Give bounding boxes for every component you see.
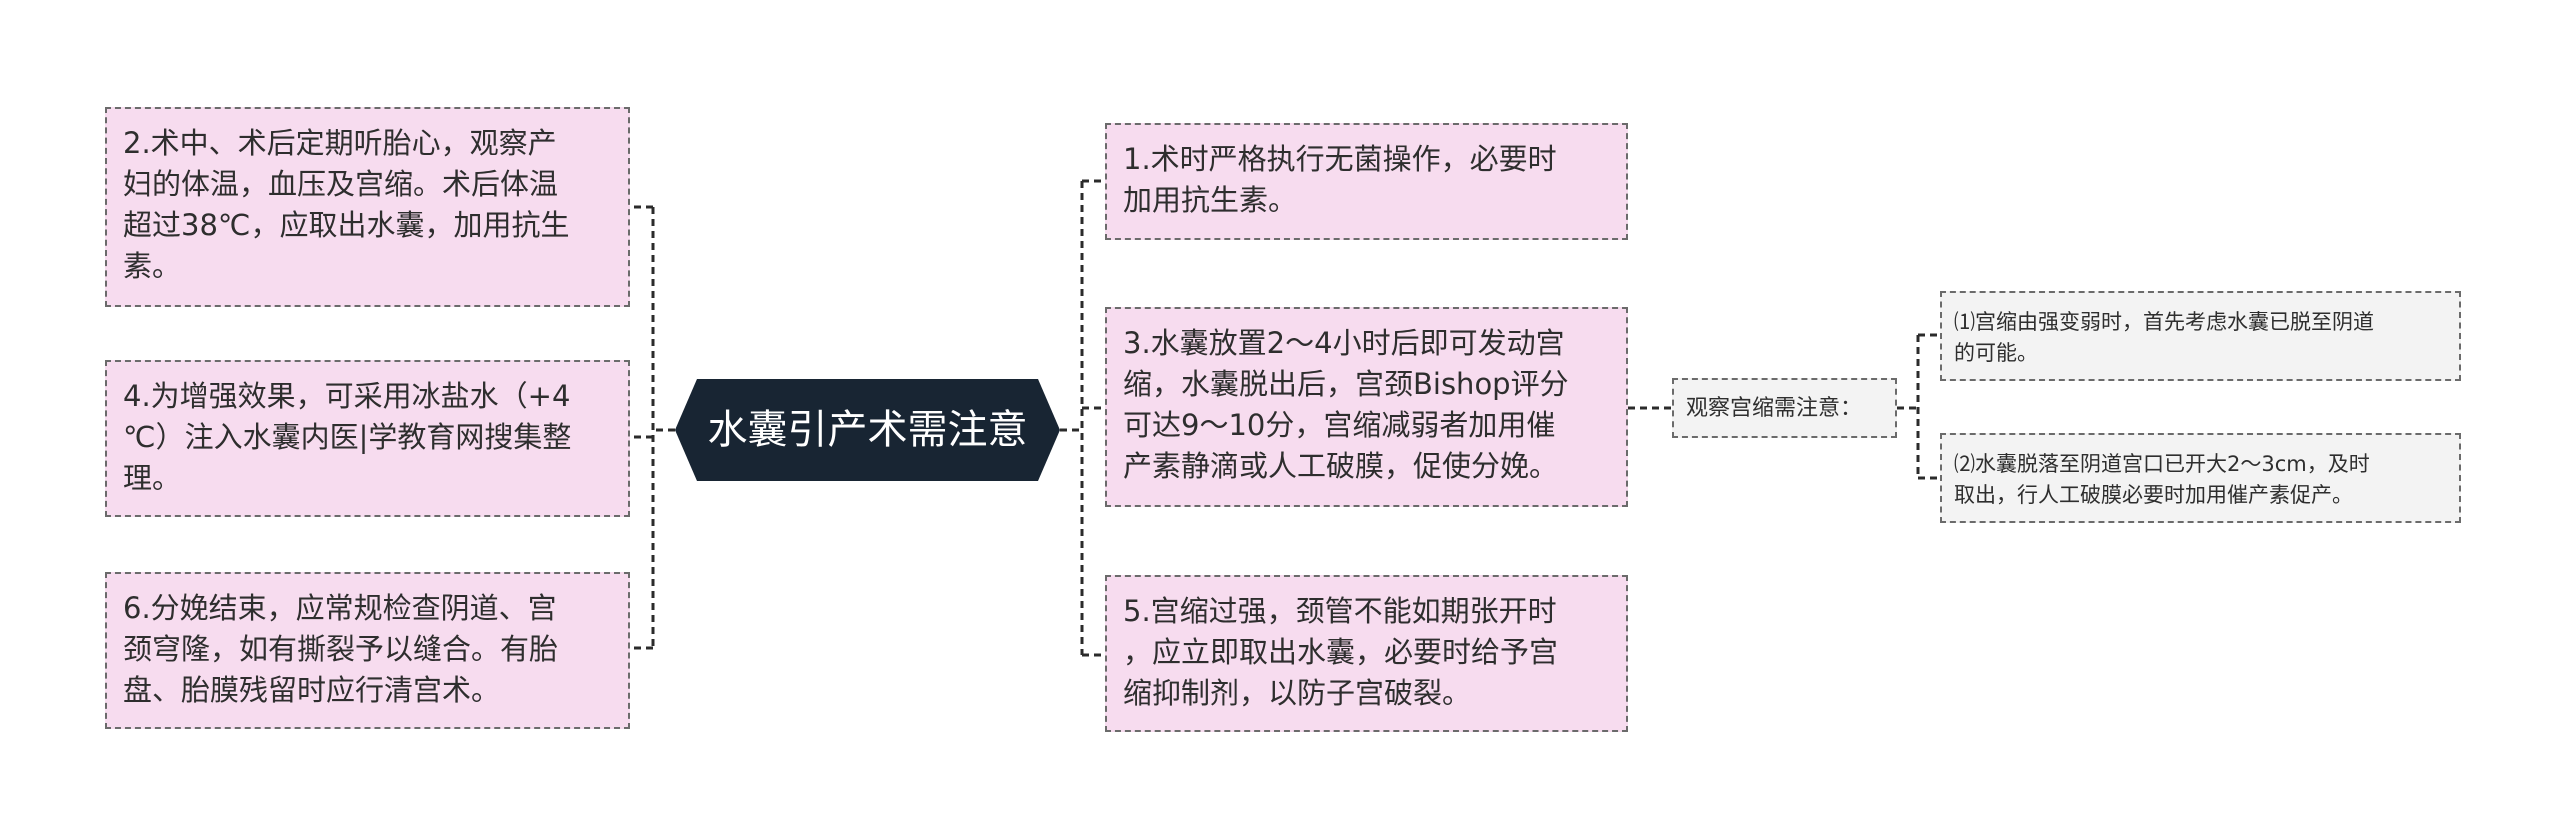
branch-right-1[interactable]: 1.术时严格执行无菌操作，必要时 加用抗生素。 <box>1105 123 1628 240</box>
central-topic-shape <box>675 379 1060 481</box>
sub-topic[interactable]: 观察宫缩需注意： <box>1672 378 1897 438</box>
branch-right-5[interactable]: 5.宫缩过强，颈管不能如期张开时 ，应立即取出水囊，必要时给予宫 缩抑制剂，以防… <box>1105 575 1628 732</box>
branch-right-3[interactable]: 3.水囊放置2～4小时后即可发动宫 缩，水囊脱出后，宫颈Bishop评分 可达9… <box>1105 307 1628 507</box>
branch-left-2[interactable]: 2.术中、术后定期听胎心，观察产 妇的体温，血压及宫缩。术后体温 超过38℃，应… <box>105 107 630 307</box>
central-topic[interactable]: 水囊引产术需注意 <box>707 407 1028 453</box>
sub-branch-1[interactable]: ⑴宫缩由强变弱时，首先考虑水囊已脱至阴道 的可能。 <box>1940 291 2461 381</box>
sub-branch-2[interactable]: ⑵水囊脱落至阴道宫口已开大2～3cm，及时 取出，行人工破膜必要时加用催产素促产… <box>1940 433 2461 523</box>
branch-left-4[interactable]: 4.为增强效果，可采用冰盐水（+4 ℃）注入水囊内医|学教育网搜集整 理。 <box>105 360 630 517</box>
branch-left-6[interactable]: 6.分娩结束，应常规检查阴道、宫 颈穹隆，如有撕裂予以缝合。有胎 盘、胎膜残留时… <box>105 572 630 729</box>
